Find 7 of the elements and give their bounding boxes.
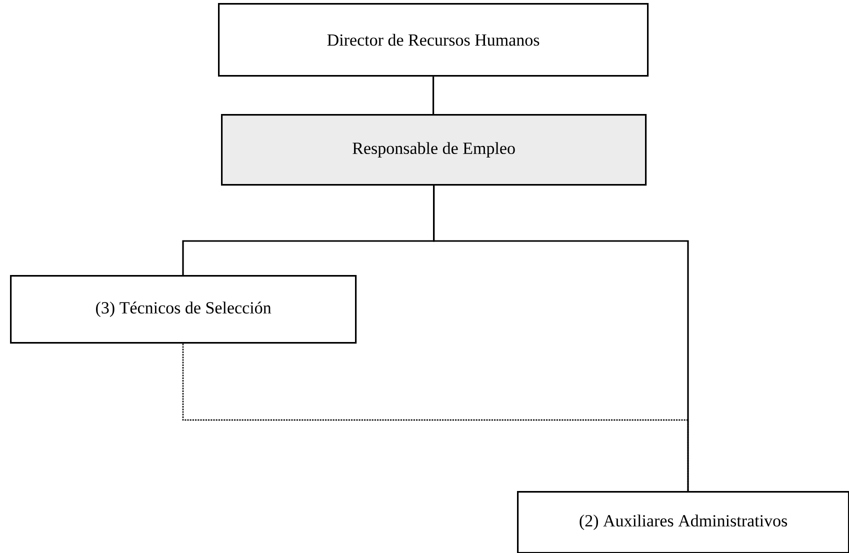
- connector-line: [432, 76, 434, 114]
- connector-line: [433, 186, 689, 491]
- position-box: Responsable de Empleo: [221, 114, 647, 186]
- position-box: (3) Técnicos de Selección: [10, 275, 357, 344]
- position-box: Director de Recursos Humanos: [218, 3, 649, 77]
- dotted-line: [182, 344, 689, 491]
- position-box: (2) Auxiliares Administrativos: [517, 491, 849, 553]
